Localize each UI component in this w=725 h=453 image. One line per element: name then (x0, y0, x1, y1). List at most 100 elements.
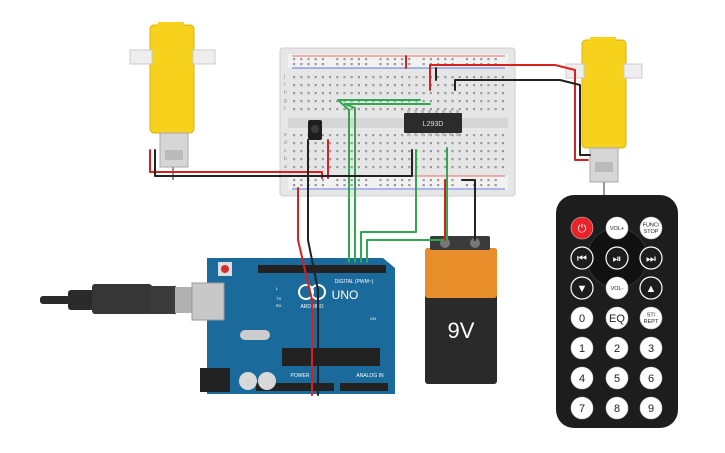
breadboard-rail-hole (365, 58, 368, 61)
right-motor[interactable] (565, 37, 643, 195)
breadboard-hole (357, 134, 360, 137)
remote-button-st-rept[interactable]: ST/REPT (639, 306, 663, 330)
breadboard-hole (480, 134, 483, 137)
left-motor[interactable] (129, 22, 216, 180)
arduino-uno[interactable]: ARDUINO UNO DIGITAL (PWM~) ANALOG IN POW… (191, 258, 395, 394)
breadboard-hole (480, 158, 483, 161)
breadboard-rail-hole (336, 179, 339, 182)
breadboard-rail-hole (408, 179, 411, 182)
breadboard-hole (379, 76, 382, 79)
breadboard-hole (422, 158, 425, 161)
breadboard-rail-hole (350, 63, 353, 66)
breadboard-hole (473, 84, 476, 87)
remote-button-vol-down[interactable]: VOL- (605, 276, 629, 300)
l293d-chip[interactable]: L293D (404, 110, 462, 136)
breadboard-rail-hole (321, 179, 324, 182)
breadboard-hole (393, 150, 396, 153)
led-tx-label: TX (276, 296, 281, 301)
breadboard-hole (401, 134, 404, 137)
breadboard-hole (408, 108, 411, 111)
remote-button-6[interactable]: 6 (639, 366, 663, 390)
breadboard-rail-hole (321, 184, 324, 187)
breadboard-rail-hole (393, 184, 396, 187)
breadboard-hole (473, 100, 476, 103)
breadboard-hole (343, 92, 346, 95)
breadboard-rail-hole (350, 184, 353, 187)
breadboard-hole (350, 150, 353, 153)
remote-button-label: 4 (579, 373, 585, 385)
remote-button-next[interactable]: ⏭ (639, 246, 663, 270)
breadboard-hole (350, 134, 353, 137)
remote-button-3[interactable]: 3 (639, 336, 663, 360)
breadboard-hole (458, 92, 461, 95)
remote-button-1[interactable]: 1 (570, 336, 594, 360)
remote-button-play-pause[interactable]: ⏯ (605, 246, 629, 270)
breadboard-hole (329, 108, 332, 111)
breadboard-hole (458, 158, 461, 161)
remote-button-eq[interactable]: EQ (605, 306, 629, 330)
breadboard-hole (465, 108, 468, 111)
remote-button-vol-up[interactable]: VOL+ (605, 216, 629, 240)
breadboard-hole (437, 84, 440, 87)
breadboard-hole (336, 76, 339, 79)
breadboard-hole (422, 84, 425, 87)
breadboard-hole (451, 100, 454, 103)
breadboard-hole (408, 76, 411, 79)
breadboard-rail-hole (300, 184, 303, 187)
svg-text:g: g (284, 98, 287, 104)
breadboard-hole (365, 150, 368, 153)
wire-green-2 (344, 103, 431, 263)
breadboard-hole (465, 134, 468, 137)
remote-button-power[interactable]: ⏻ (570, 216, 594, 240)
remote-button-prev[interactable]: ⏮ (570, 246, 594, 270)
battery-9v[interactable]: 9V (425, 236, 497, 384)
breadboard-hole (494, 84, 497, 87)
breadboard-hole (329, 158, 332, 161)
remote-button-down[interactable]: ▼ (570, 276, 594, 300)
breadboard-hole (321, 150, 324, 153)
breadboard-hole (307, 108, 310, 111)
breadboard-hole (379, 158, 382, 161)
remote-button-func-stop[interactable]: FUNC/STOP (639, 216, 663, 240)
breadboard-hole (451, 92, 454, 95)
breadboard-hole (494, 92, 497, 95)
remote-button-7[interactable]: 7 (570, 396, 594, 420)
breadboard-rail-hole (365, 184, 368, 187)
breadboard-hole (501, 76, 504, 79)
breadboard-hole (321, 134, 324, 137)
remote-button-label: 3 (648, 343, 654, 355)
breadboard-hole (365, 108, 368, 111)
breadboard-rail-hole (350, 179, 353, 182)
breadboard-hole (357, 100, 360, 103)
breadboard-hole (293, 150, 296, 153)
breadboard-hole (300, 134, 303, 137)
breadboard-hole (336, 166, 339, 169)
remote-button-9[interactable]: 9 (639, 396, 663, 420)
breadboard-hole (314, 142, 317, 145)
breadboard-hole (429, 108, 432, 111)
breadboard-hole (336, 108, 339, 111)
breadboard-hole (480, 166, 483, 169)
breadboard-hole (379, 166, 382, 169)
breadboard-hole (458, 108, 461, 111)
breadboard-hole (350, 158, 353, 161)
remote-button-4[interactable]: 4 (570, 366, 594, 390)
remote-button-up[interactable]: ▲ (639, 276, 663, 300)
breadboard-hole (451, 150, 454, 153)
svg-text:e: e (284, 132, 287, 138)
breadboard-rail-hole (343, 63, 346, 66)
remote-button-label: ▲ (646, 283, 657, 295)
breadboard-hole (293, 100, 296, 103)
breadboard-hole (480, 92, 483, 95)
breadboard-hole (379, 84, 382, 87)
breadboard-rail-hole (307, 63, 310, 66)
breadboard-hole (401, 108, 404, 111)
remote-button-0[interactable]: 0 (570, 306, 594, 330)
breadboard-hole (386, 158, 389, 161)
remote-button-2[interactable]: 2 (605, 336, 629, 360)
remote-button-5[interactable]: 5 (605, 366, 629, 390)
remote-button-8[interactable]: 8 (605, 396, 629, 420)
ir-receiver[interactable] (308, 120, 322, 140)
breadboard-hole (422, 142, 425, 145)
